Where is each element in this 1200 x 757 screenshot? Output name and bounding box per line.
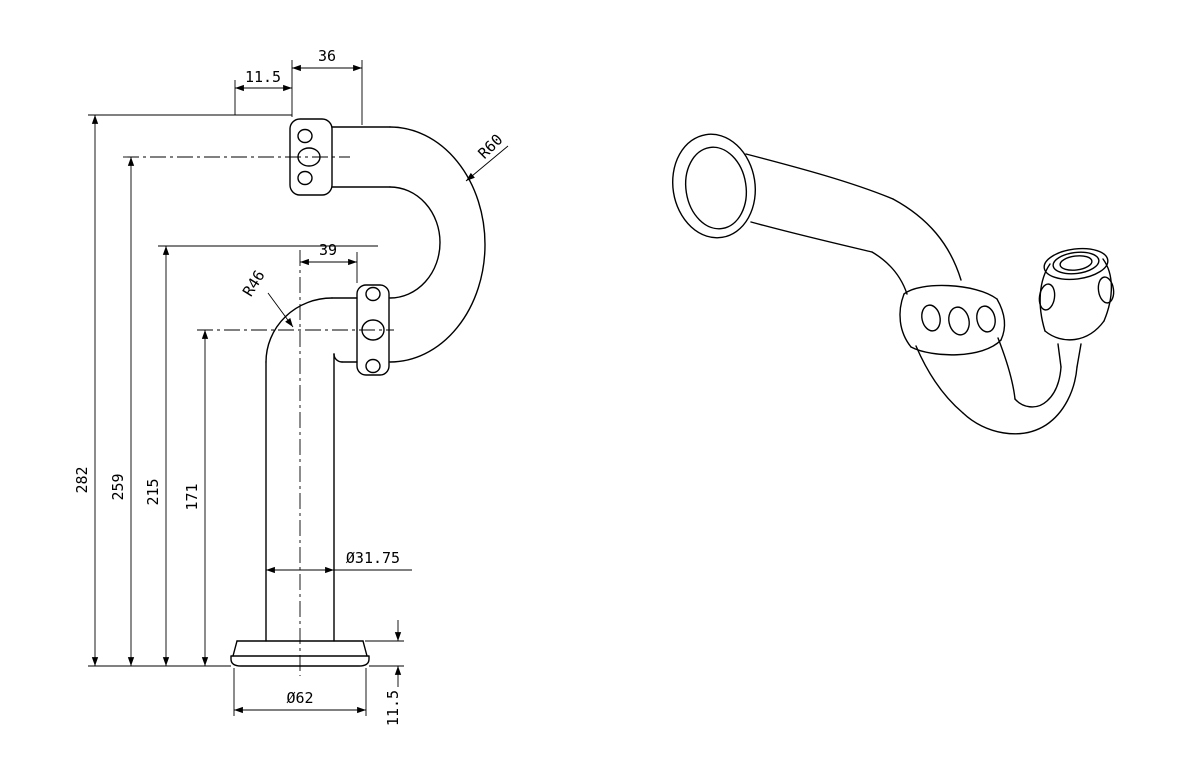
dim-height-outlet-label: 259 <box>109 473 127 500</box>
u-bend-inner <box>1014 366 1062 408</box>
nut-opening-mid <box>1052 251 1100 275</box>
dimension-top-offset: 11.5 <box>234 68 292 115</box>
up-leg-outer <box>1076 343 1082 368</box>
nut-ridge <box>1097 276 1115 304</box>
elbow-outer-edge <box>892 198 962 281</box>
dim-height-trap-label: 171 <box>183 483 201 510</box>
dim-radius-elbow-label: R46 <box>239 267 269 300</box>
ring-left-edge <box>899 293 912 348</box>
extension-lines <box>291 60 363 125</box>
up-leg-inner <box>1057 343 1062 368</box>
ring-bottom-edge <box>910 339 1002 356</box>
side-nut-ridge <box>365 358 381 374</box>
dimension-height-bend: 215 <box>144 245 378 666</box>
dim-flange-height-label: 11.5 <box>384 690 402 726</box>
leader-line <box>267 292 294 328</box>
flange-base <box>230 655 370 667</box>
left-view: 36 11.5 39 R60 R46 282 <box>73 47 509 726</box>
extension-lines <box>365 640 404 667</box>
nut-opening-outer <box>1043 247 1109 281</box>
ring-ridge <box>948 306 970 336</box>
dimension-flange-height: 11.5 <box>365 620 404 726</box>
nut-ridge <box>1038 283 1056 311</box>
tube-bottom-edge <box>750 221 873 253</box>
dimension-height-outlet-axis: 259 <box>109 157 135 666</box>
dimension-height-trap-axis: 171 <box>183 330 209 666</box>
slip-nut-ring <box>899 284 1006 356</box>
u-bend-outer <box>962 366 1078 435</box>
elbow-inner-fillet <box>333 353 343 363</box>
dimension-height-overall: 282 <box>73 114 292 667</box>
ring-ridge <box>921 304 941 332</box>
right-view <box>671 133 1115 435</box>
dim-height-overall-label: 282 <box>73 466 91 493</box>
dim-flange-diameter-label: Ø62 <box>286 689 313 707</box>
dimension-top-width: 36 <box>291 47 363 125</box>
elbow-inner-edge <box>871 251 908 295</box>
dim-height-bend-label: 215 <box>144 478 162 505</box>
nut-opening-inner <box>1059 255 1093 271</box>
bend-outer-arc <box>389 126 486 363</box>
flange-sides <box>232 640 368 657</box>
dimension-tube-diameter: Ø31.75 <box>266 549 412 574</box>
top-nut-ridge <box>297 170 313 186</box>
tube-top-edge <box>745 153 894 200</box>
ring-ridge <box>976 305 996 333</box>
wall-flange-outer <box>671 133 757 239</box>
top-nut-ridge <box>297 128 313 144</box>
dimension-trap-offset: 39 <box>300 241 358 283</box>
dim-trap-offset-label: 39 <box>319 241 337 259</box>
dim-radius-outer-label: R60 <box>475 131 507 163</box>
nut-bottom-edge <box>1044 320 1105 341</box>
centerlines <box>123 156 394 676</box>
nut-right-edge <box>1102 258 1113 322</box>
bend-inner-arc <box>389 186 441 299</box>
leader-line <box>465 145 509 182</box>
trap-outline <box>230 118 486 667</box>
dimension-flange-diameter: Ø62 <box>233 668 367 716</box>
radius-leader-outer: R60 <box>465 131 509 182</box>
wall-flange-inner <box>684 146 748 230</box>
dim-top-width-label: 36 <box>318 47 336 65</box>
ring-top-edge <box>903 284 998 300</box>
ring-right-edge <box>996 298 1006 341</box>
down-tube-right-edge <box>997 337 1016 400</box>
down-tube-left-edge <box>915 345 964 414</box>
dim-tube-diameter-label: Ø31.75 <box>346 549 400 567</box>
inlet-nut <box>1038 247 1115 341</box>
side-nut-ridge <box>365 286 381 302</box>
dim-top-offset-label: 11.5 <box>245 68 281 86</box>
